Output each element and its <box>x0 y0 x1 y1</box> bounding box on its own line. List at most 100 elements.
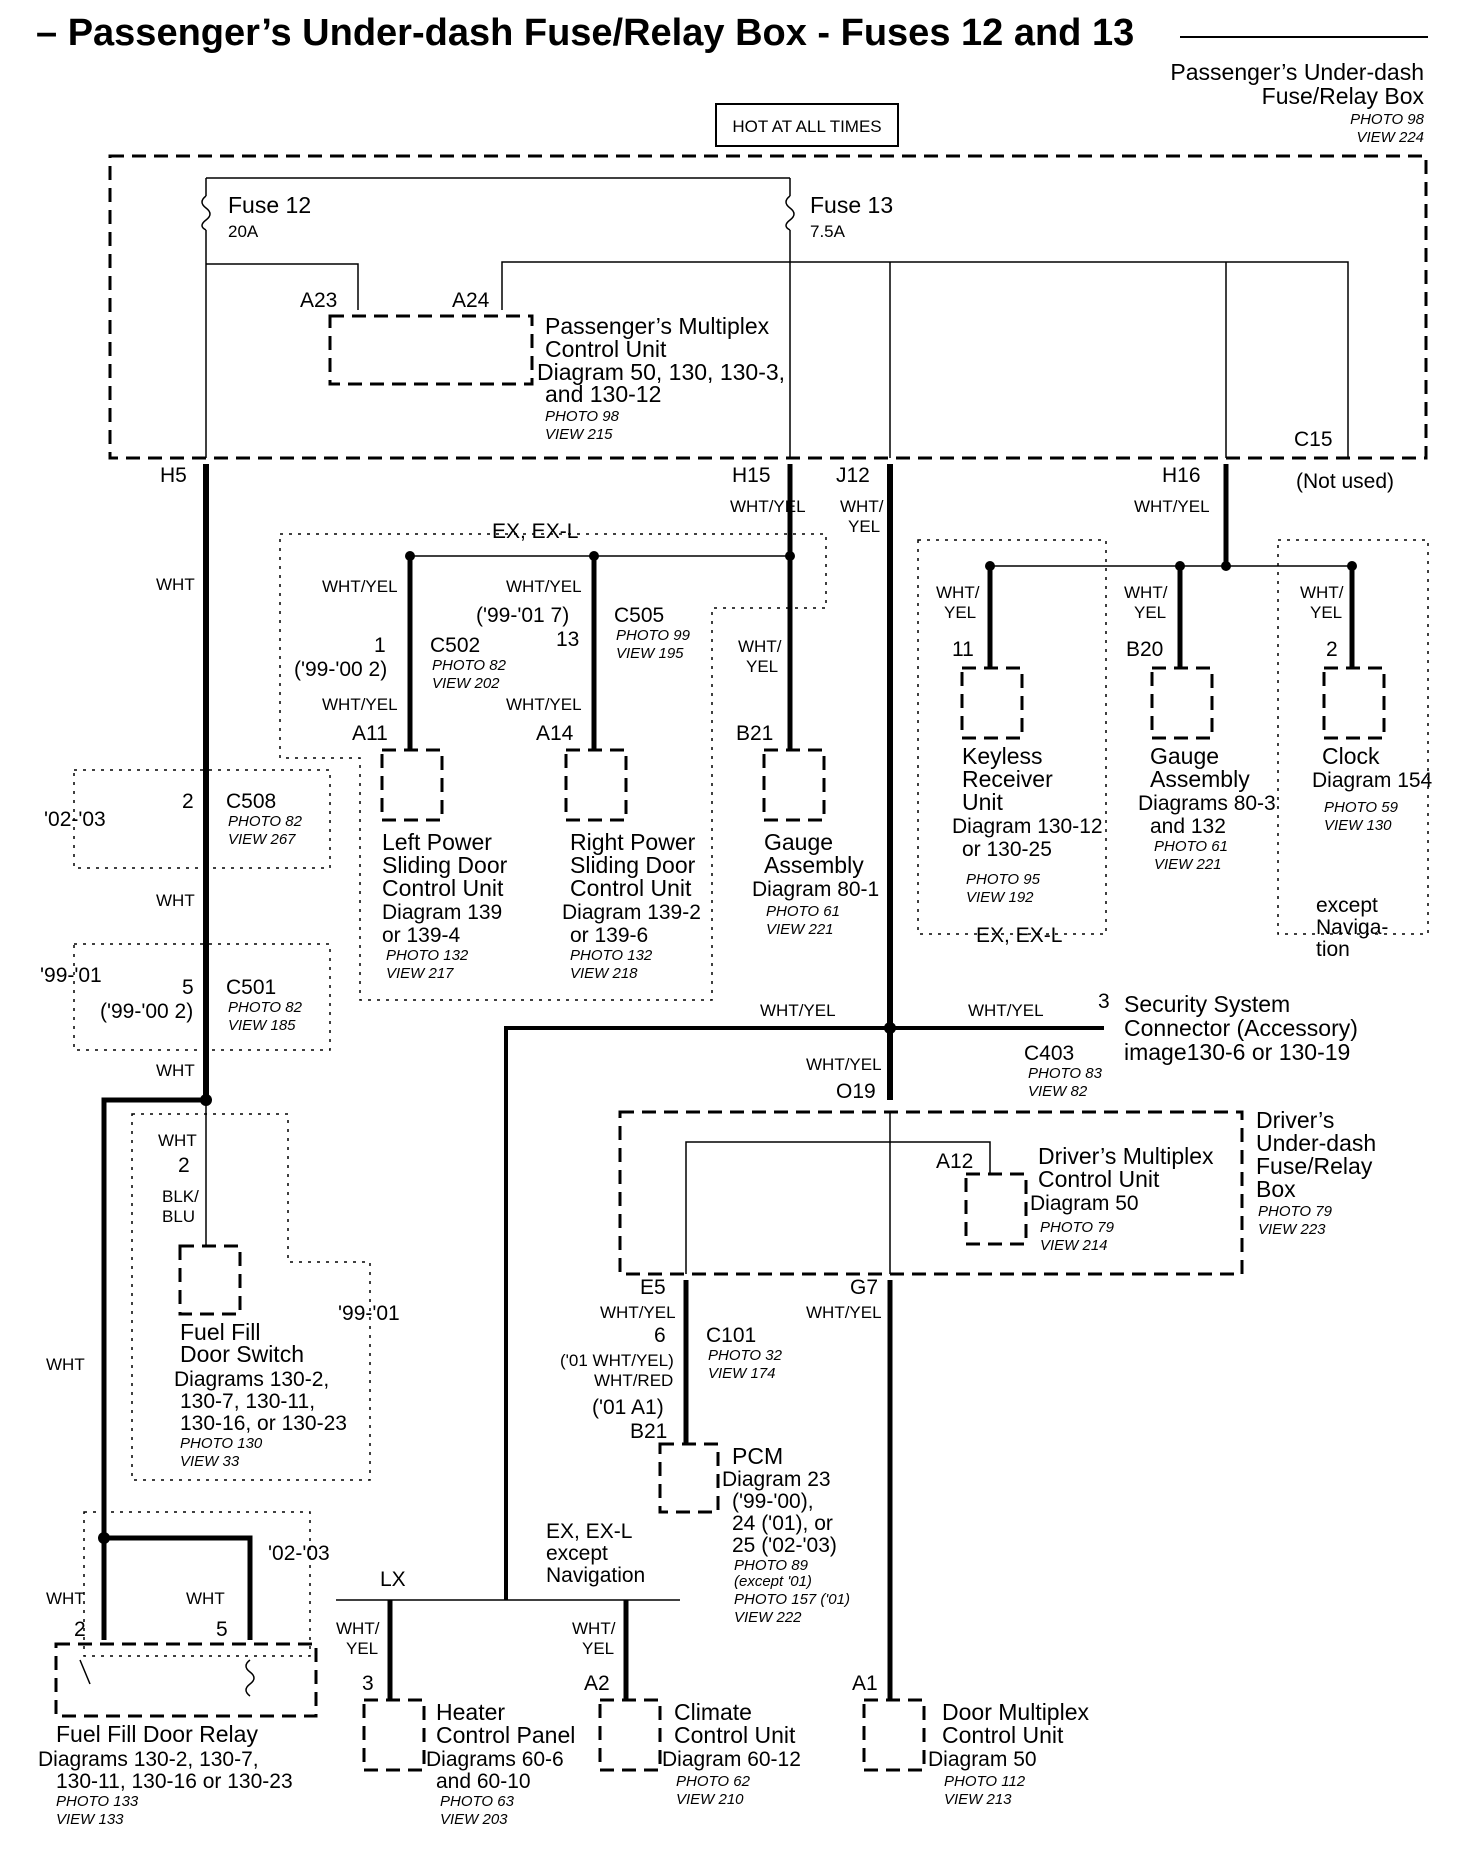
e5-internal-wire <box>685 1112 891 1274</box>
security-view: VIEW 82 <box>1028 1083 1088 1100</box>
exnav-label-3: Navigation <box>546 1564 645 1587</box>
security-pin: 3 <box>1098 990 1110 1013</box>
c101-wire-color-1: ('01 WHT/YEL) <box>560 1351 674 1370</box>
climate-wire-color-2: YEL <box>582 1639 614 1658</box>
fuse-12-label: Fuse 12 <box>228 192 311 218</box>
c508-year: '02-'03 <box>44 808 106 831</box>
wht-relay-feed <box>101 1097 206 1538</box>
rpsd-label-3: Control Unit <box>570 875 692 901</box>
gauge1-wire-color-2: YEL <box>746 657 778 676</box>
exnav-label-1: EX, EX-L <box>546 1520 632 1543</box>
gauge-assembly-2 <box>1150 666 1214 740</box>
door-label-2: Control Unit <box>942 1722 1064 1748</box>
pcm-label-3: ('99-'00), <box>732 1490 814 1513</box>
c15-not-used: (Not used) <box>1296 470 1394 493</box>
wire-color-4: WHT <box>46 1355 85 1374</box>
c502-wire-color-1: WHT/YEL <box>322 577 398 596</box>
gauge2-label-3: Diagrams 80-3 <box>1138 792 1276 815</box>
c501-view: VIEW 185 <box>228 1017 296 1034</box>
gauge1-view: VIEW 221 <box>766 921 834 938</box>
c501-option-box <box>73 943 331 1051</box>
ffds-photo: PHOTO 130 <box>180 1435 263 1452</box>
dbox-view: VIEW 223 <box>1258 1221 1326 1238</box>
right-power-sliding-door-control-unit <box>564 748 628 822</box>
keyless-view: VIEW 192 <box>966 889 1034 906</box>
exexl-label-2: EX, EX-L <box>976 924 1062 947</box>
clock-note-1: except <box>1316 894 1378 917</box>
terminal-h15: H15 <box>732 464 771 487</box>
pcm-photo-note: (except '01) <box>734 1573 812 1590</box>
relay-label-3: 130-11, 130-16 or 130-23 <box>56 1770 293 1793</box>
gauge2-label-4: and 132 <box>1150 815 1226 838</box>
dbox-label-1: Driver’s <box>1256 1107 1334 1133</box>
pcm-label-4: 24 ('01), or <box>732 1512 833 1535</box>
j12-wire-color-1: WHT/ <box>840 497 884 516</box>
clock <box>1322 666 1386 740</box>
pcm-pin: B21 <box>630 1420 667 1443</box>
pin-a14: A14 <box>536 722 574 745</box>
keyless-option-box <box>917 539 1107 935</box>
c502-photo: PHOTO 82 <box>432 657 507 674</box>
fusebox-photo: PHOTO 98 <box>1350 111 1425 128</box>
security-wire-color-1: WHT/YEL <box>760 1001 836 1020</box>
relay-option-box <box>83 1511 311 1657</box>
heater-label-2: Control Panel <box>436 1722 575 1748</box>
dmcu-view: VIEW 214 <box>1040 1237 1108 1254</box>
gauge1-label-2: Assembly <box>764 852 864 878</box>
wire-color-1: WHT <box>156 575 195 594</box>
c505-wire-color-1: WHT/YEL <box>506 577 582 596</box>
hot-at-all-times-box <box>715 103 899 147</box>
g7-wire-color: WHT/YEL <box>806 1303 882 1322</box>
relay-label-1: Fuel Fill Door Relay <box>56 1721 258 1747</box>
clock-wire-color-2: YEL <box>1310 603 1342 622</box>
c15-branch <box>790 261 1349 458</box>
ffds-label-1: Fuel Fill <box>180 1319 261 1345</box>
security-label-2: Connector (Accessory) <box>1124 1015 1358 1041</box>
gauge2-photo: PHOTO 61 <box>1154 838 1228 855</box>
heater-wire-color-1: WHT/ <box>336 1619 380 1638</box>
rpsd-label-1: Right Power <box>570 829 696 855</box>
pmcu-photo: PHOTO 98 <box>545 408 620 425</box>
ffds-pin: 2 <box>178 1154 190 1177</box>
e5-wire-color: WHT/YEL <box>600 1303 676 1322</box>
heater-control-panel <box>362 1698 426 1772</box>
c101-view: VIEW 174 <box>708 1365 776 1382</box>
o19-wire-color: WHT/YEL <box>806 1055 882 1074</box>
ffds-wire-color: WHT <box>158 1131 197 1150</box>
pcm <box>658 1442 720 1514</box>
pmcu-label-4: and 130-12 <box>545 381 661 407</box>
exnav-label-2: except <box>546 1542 608 1565</box>
pmcu-label-3: Diagram 50, 130, 130-3, <box>537 359 785 385</box>
gauge2-wire-color-2: YEL <box>1134 603 1166 622</box>
c502-alt-pin: ('99-'00 2) <box>294 658 387 681</box>
lpsd-label-3: Control Unit <box>382 875 504 901</box>
rpsd-label-5: or 139-6 <box>570 924 648 947</box>
dmcu-pin: A12 <box>936 1150 973 1173</box>
gauge2-label-2: Assembly <box>1150 766 1250 792</box>
door-pin: A1 <box>852 1672 878 1695</box>
connector-c502: C502 <box>430 634 480 657</box>
wire-color-2: WHT <box>156 891 195 910</box>
c502-wire-color-2: WHT/YEL <box>322 695 398 714</box>
ffds-label-3: Diagrams 130-2, <box>174 1368 329 1391</box>
climate-control-unit <box>598 1698 662 1772</box>
gauge1-wire-color-1: WHT/ <box>738 637 782 656</box>
driver-multiplex-control-unit <box>964 1172 1028 1246</box>
security-label-1: Security System <box>1124 991 1290 1017</box>
door-multiplex-control-unit <box>862 1698 926 1772</box>
door-label-3: Diagram 50 <box>928 1748 1037 1771</box>
pmcu-label-1: Passenger’s Multiplex <box>545 313 770 339</box>
h15-wire-color: WHT/YEL <box>730 497 806 516</box>
c502-pin: 1 <box>374 634 386 657</box>
door-photo: PHOTO 112 <box>944 1773 1026 1790</box>
c101-photo: PHOTO 32 <box>708 1347 783 1364</box>
j12-wire-color-2: YEL <box>848 517 880 536</box>
fusebox-view: VIEW 224 <box>1356 129 1424 146</box>
pin-a23: A23 <box>300 289 337 312</box>
climate-label-2: Control Unit <box>674 1722 796 1748</box>
gauge1-label-1: Gauge <box>764 829 833 855</box>
connector-c101: C101 <box>706 1324 756 1347</box>
heater-label-4: and 60-10 <box>436 1770 531 1793</box>
hot-at-all-times-label: HOT AT ALL TIMES <box>732 117 881 136</box>
